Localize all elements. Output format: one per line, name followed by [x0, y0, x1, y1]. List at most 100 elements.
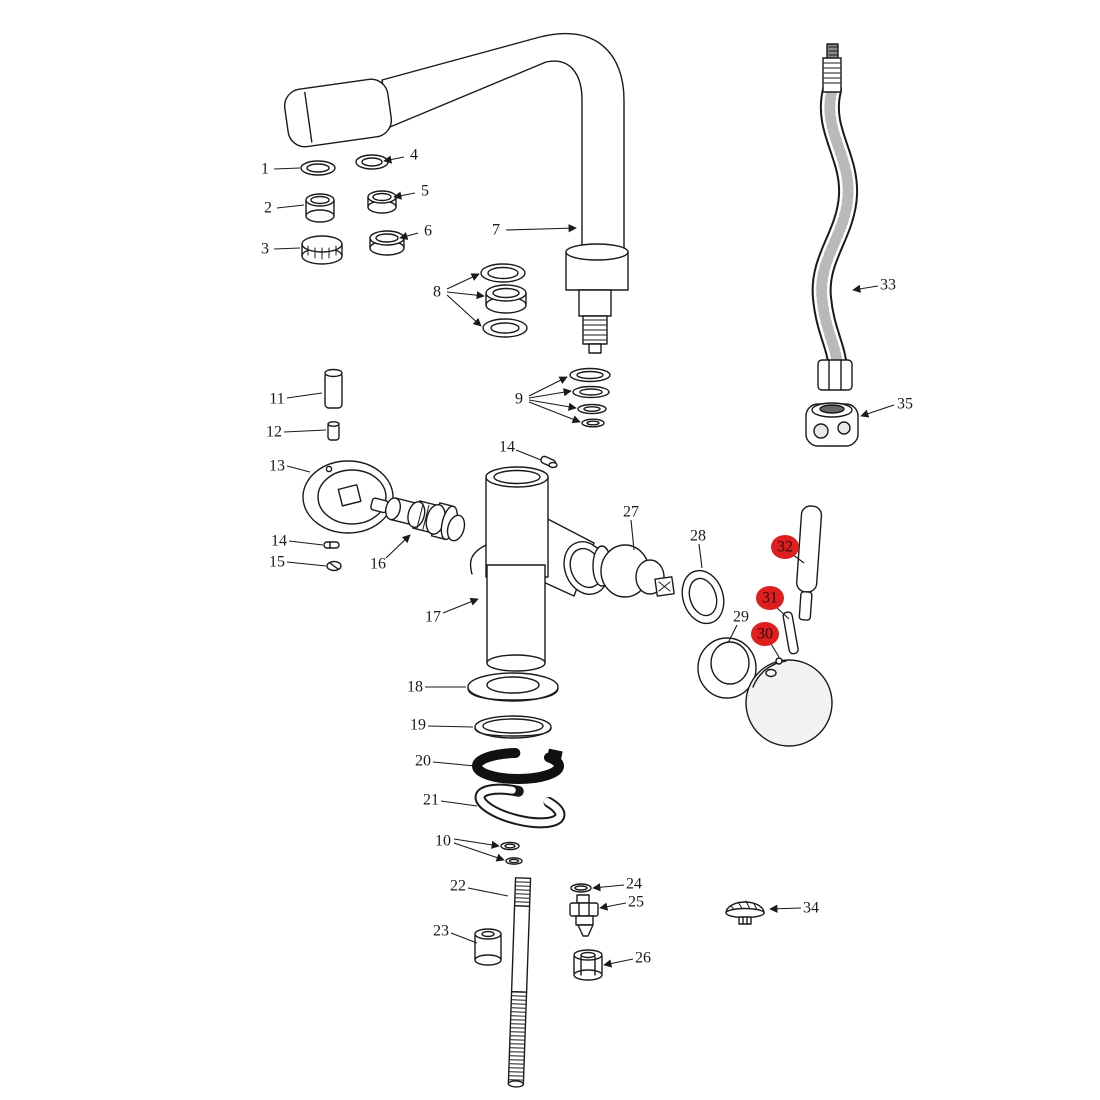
- part-label-34: 34: [803, 900, 819, 917]
- leader-line-part-10: [453, 838, 500, 849]
- part-35-nut: [805, 402, 859, 447]
- part-4-washer: [355, 154, 389, 170]
- leader-line-part-4: [383, 155, 405, 164]
- part-25-valve-stem: [569, 894, 599, 937]
- part-label-29: 29: [733, 609, 749, 626]
- part-15-clip: [326, 560, 342, 572]
- part-33-flex-hose: [811, 43, 859, 391]
- leader-line-part-16: [385, 534, 411, 559]
- highlight-circle-part-31[interactable]: [756, 586, 784, 610]
- part-label-10: 10: [435, 833, 451, 850]
- part-9-washer-set: [569, 367, 611, 428]
- highlight-circle-part-32[interactable]: [771, 535, 799, 559]
- part-14-screw-left: [323, 541, 340, 549]
- part-6-aerator-ring: [369, 230, 405, 256]
- part-label-28: 28: [690, 528, 706, 545]
- part-label-27: 27: [623, 504, 639, 521]
- hose-bottom-nut: [817, 359, 853, 391]
- part-label-31[interactable]: 31: [762, 590, 778, 607]
- part-label-7: 7: [492, 222, 500, 239]
- part-label-19: 19: [410, 717, 426, 734]
- part-label-30[interactable]: 30: [757, 626, 773, 643]
- part-32-sleeve: [796, 505, 823, 621]
- leader-line-part-17: [442, 597, 479, 614]
- part-label-8: 8: [433, 284, 441, 301]
- part-24-washer: [570, 883, 592, 893]
- part-5-insert: [367, 190, 397, 214]
- part-label-16: 16: [370, 556, 386, 573]
- leader-line-part-9: [528, 376, 568, 397]
- part-label-9: 9: [515, 391, 523, 408]
- part-20-horseshoe-washer: [472, 748, 564, 784]
- part-label-6: 6: [424, 223, 432, 240]
- part-label-20: 20: [415, 753, 431, 770]
- leader-line-part-3: [273, 247, 301, 250]
- spout-threaded-tip: [582, 315, 608, 354]
- leader-line-part-14: [288, 540, 324, 546]
- part-18-base-washer: [467, 672, 559, 702]
- part-28-ring: [681, 569, 725, 625]
- leader-line-part-25: [599, 902, 627, 911]
- part-13-escutcheon-cup: [302, 460, 394, 534]
- leader-line-part-31: [775, 606, 790, 620]
- part-label-35: 35: [897, 396, 913, 413]
- part-label-5: 5: [421, 183, 429, 200]
- leader-line-part-8: [446, 291, 485, 300]
- leader-line-part-13: [286, 465, 311, 473]
- part-34-plug: [725, 900, 765, 925]
- part-3-aerator: [301, 235, 343, 265]
- part-label-3: 3: [261, 241, 269, 258]
- part-14-screw-top: [540, 455, 558, 469]
- leader-line-part-27: [630, 519, 635, 551]
- leader-line-part-1: [273, 167, 301, 170]
- part-label-13: 13: [269, 458, 285, 475]
- part-10-washers: [500, 841, 523, 865]
- leader-line-part-23: [450, 932, 478, 944]
- part-label-12: 12: [266, 424, 282, 441]
- leader-line-part-34: [769, 904, 802, 913]
- leader-line-part-12: [283, 429, 327, 433]
- part-23-spacer-nut: [474, 928, 502, 966]
- part-12-pin: [327, 421, 340, 441]
- leader-line-part-15: [286, 561, 327, 567]
- part-label-21: 21: [423, 792, 439, 809]
- part-label-33: 33: [880, 277, 896, 294]
- leader-line-part-6: [399, 232, 419, 240]
- leader-line-part-11: [286, 392, 323, 399]
- handle-knob: [745, 657, 833, 747]
- part-8-seal-set: [480, 263, 528, 338]
- leader-line-part-24: [592, 883, 625, 892]
- part-label-32[interactable]: 32: [777, 539, 793, 556]
- part-label-14: 14: [271, 533, 287, 550]
- leader-line-part-26: [603, 958, 634, 968]
- leader-line-part-35: [860, 404, 895, 418]
- leader-line-part-14: [515, 449, 542, 461]
- leader-line-part-2: [276, 204, 305, 209]
- part-22-threaded-rod: [507, 877, 532, 1088]
- part-2-insert: [305, 193, 335, 223]
- part-16-cartridge: [370, 497, 458, 541]
- part-26-nut: [573, 949, 603, 981]
- leader-line-part-28: [698, 543, 703, 569]
- part-label-17: 17: [425, 609, 441, 626]
- leader-line-part-9: [528, 401, 581, 424]
- leader-line-part-29: [727, 624, 738, 644]
- leader-line-part-19: [427, 725, 474, 728]
- part-label-11: 11: [269, 391, 284, 408]
- part-label-18: 18: [407, 679, 423, 696]
- spout: [283, 32, 629, 354]
- leader-line-part-5: [393, 191, 416, 200]
- leader-line-part-33: [852, 284, 879, 293]
- part-11-pin: [324, 368, 343, 409]
- part-29-cap-ring: [697, 637, 757, 699]
- part-1-washer: [300, 160, 336, 176]
- highlight-circle-part-30[interactable]: [751, 622, 779, 646]
- part-17-faucet-body: [446, 466, 609, 672]
- leader-line-part-22: [467, 887, 509, 897]
- part-label-25: 25: [628, 894, 644, 911]
- leader-line-part-7: [505, 224, 577, 233]
- part-31-pin: [782, 611, 799, 655]
- leader-line-part-10: [453, 842, 505, 862]
